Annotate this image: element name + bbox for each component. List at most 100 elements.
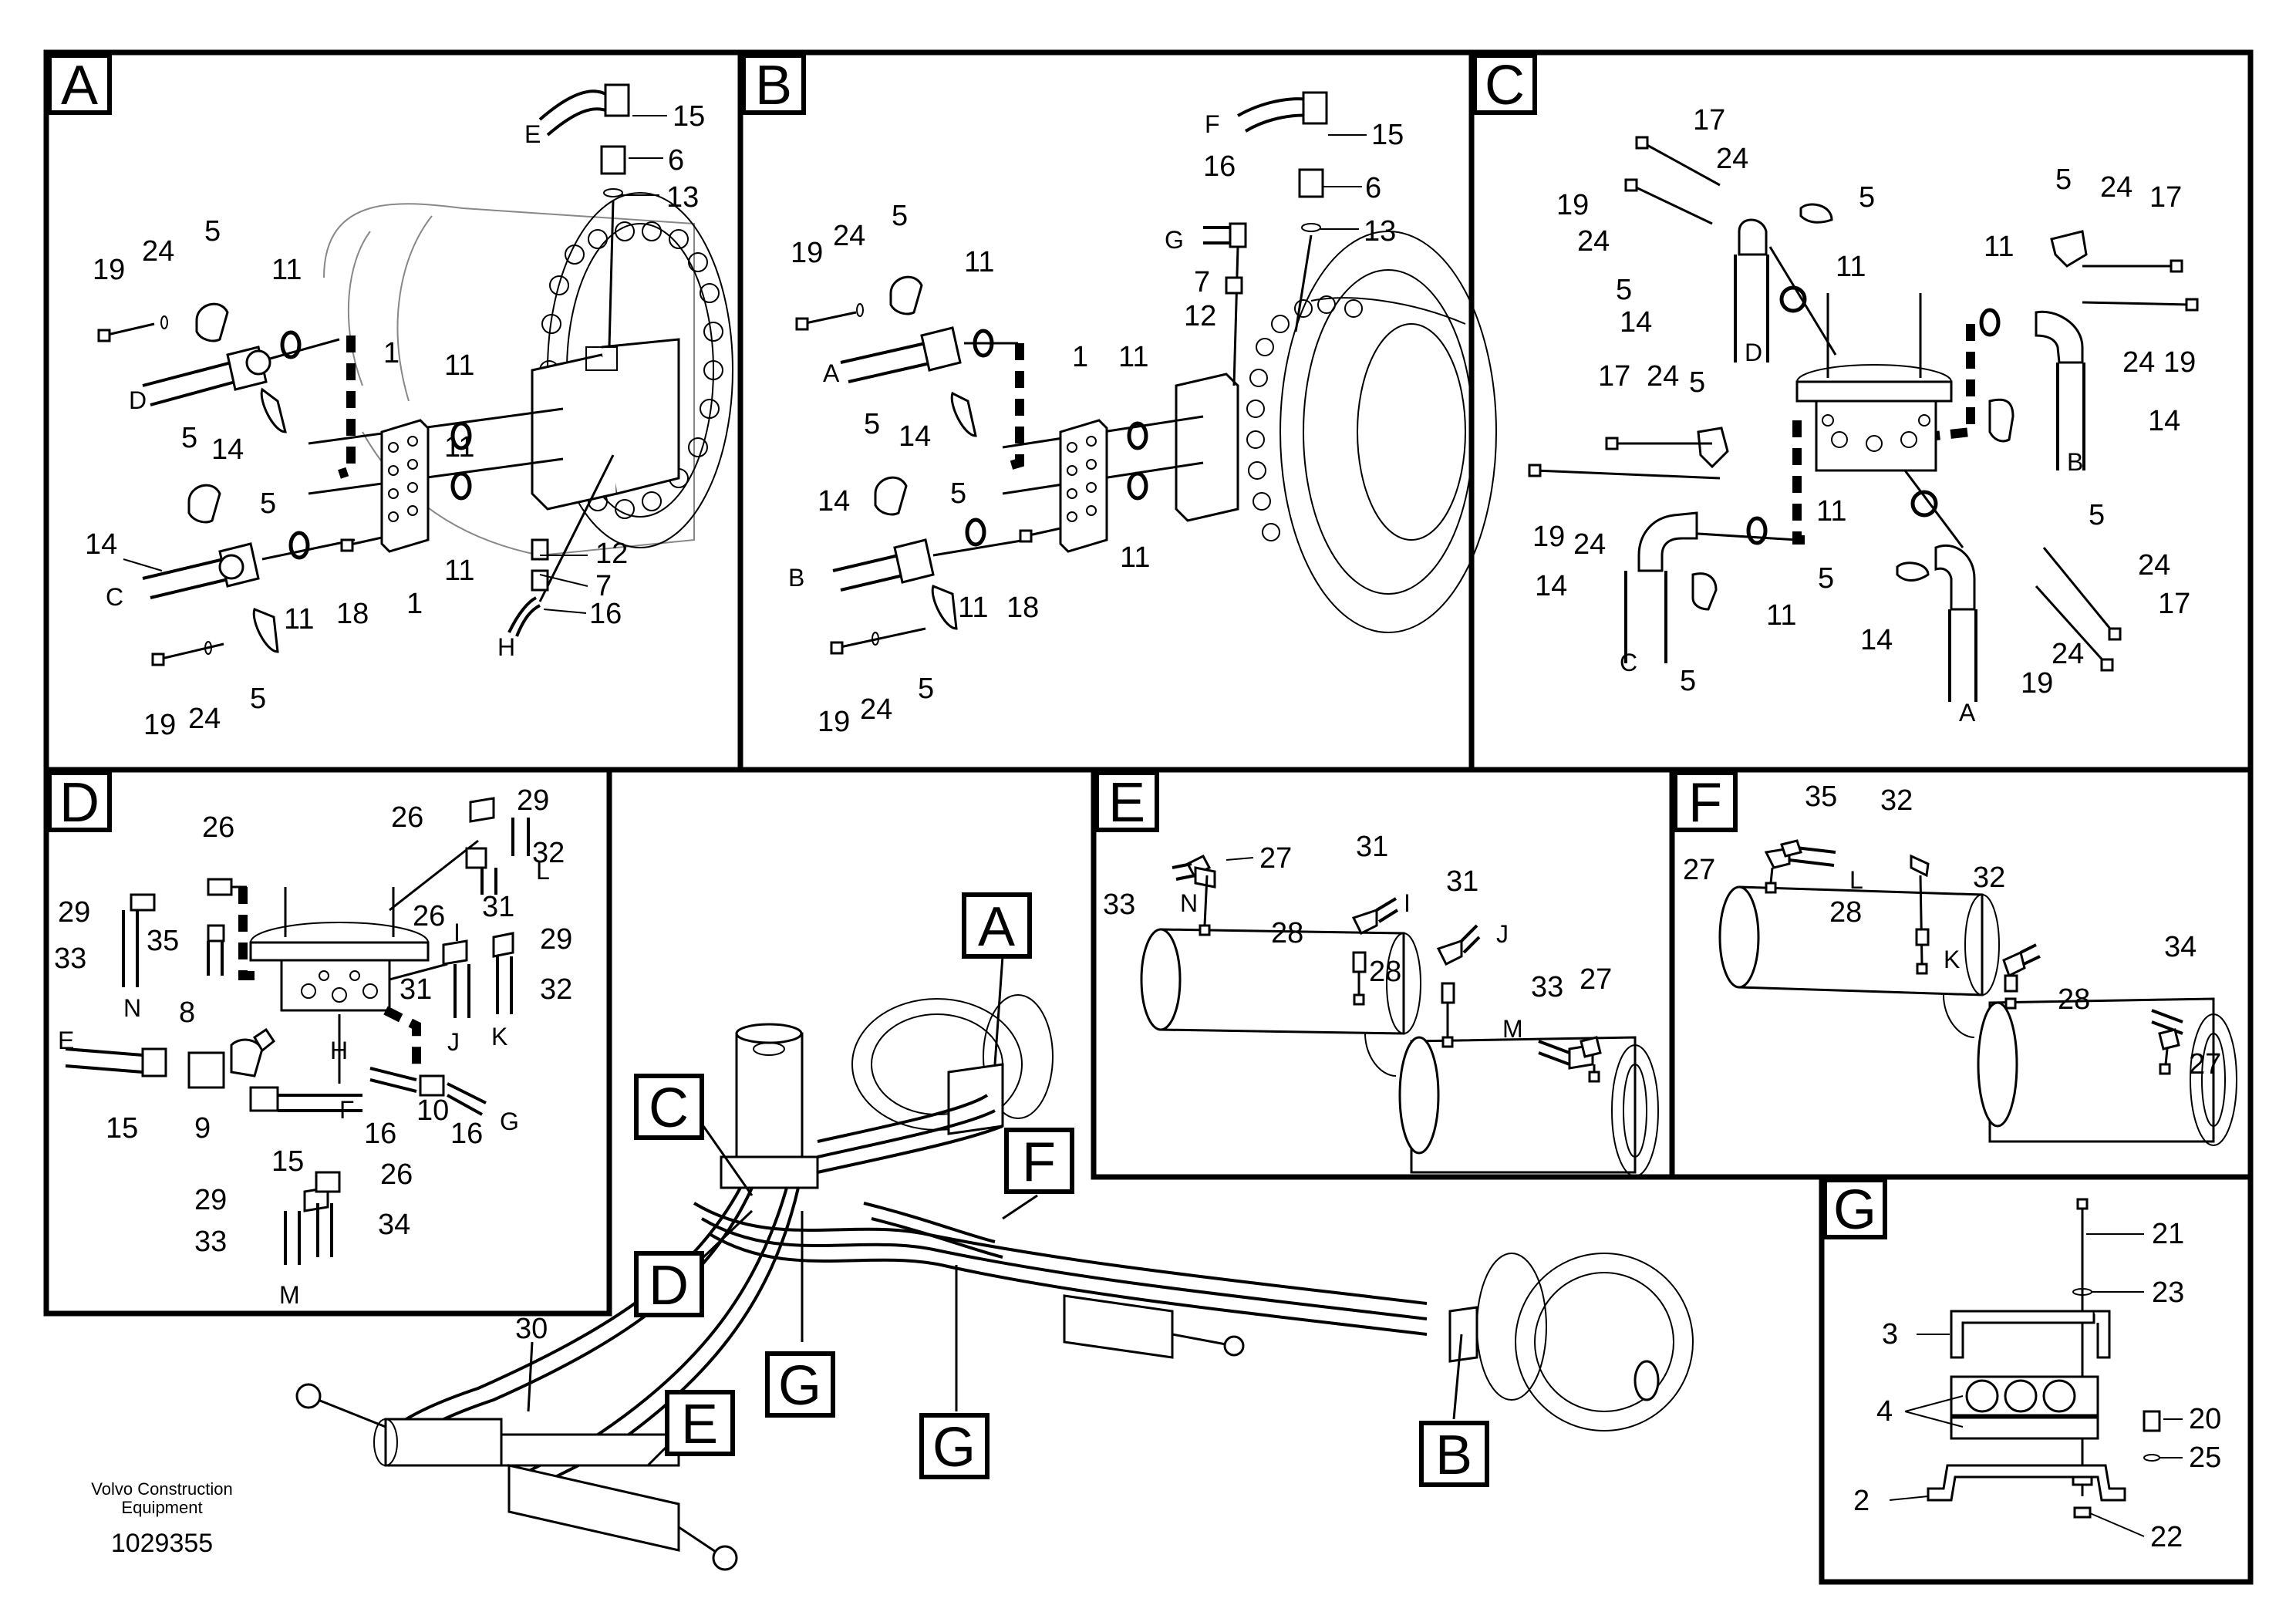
- part-number-callout: 9: [194, 1112, 211, 1145]
- connection-letter-callout: H: [330, 1037, 348, 1064]
- panel-E-callouts: 27 33 31 31 28 28 33 27 N I J M: [1103, 831, 1612, 1043]
- panel-tag-label: E: [1108, 772, 1145, 834]
- part-number-callout: 34: [2164, 931, 2197, 963]
- part-number-callout: 5: [892, 200, 908, 232]
- part-number-callout: 5: [918, 673, 934, 705]
- panel-tag-label: D: [59, 772, 99, 834]
- overview-drawing: [295, 994, 1694, 1571]
- panel-E-tag: E: [1094, 771, 1159, 834]
- part-number-callout: 15: [106, 1112, 138, 1145]
- panel-C-callouts: 17 24 19 24 5 5 11 5 24 17 11 14 24 19 1…: [1532, 104, 2196, 727]
- connection-letter-callout: L: [1849, 866, 1863, 894]
- part-number-callout: 28: [1271, 917, 1303, 949]
- part-number-callout: 11: [1766, 599, 1796, 632]
- maker-name-line1: Volvo Construction: [91, 1479, 232, 1499]
- panel-G-frame: [1819, 1174, 2254, 1585]
- part-number-callout: 12: [1184, 300, 1216, 332]
- part-number-callout: 5: [204, 215, 221, 248]
- connection-letter-callout: G: [500, 1108, 519, 1135]
- part-number-callout: 24: [1716, 143, 1748, 175]
- part-number-callout: 17: [2149, 181, 2182, 214]
- panel-tag-label: G: [1833, 1179, 1876, 1241]
- connection-letter-callout: J: [1496, 920, 1509, 948]
- part-number-callout: 29: [58, 896, 90, 929]
- part-number-callout: 16: [364, 1118, 396, 1150]
- part-number-callout: 15: [271, 1145, 304, 1178]
- view-tag-label: G: [932, 1417, 976, 1479]
- part-number-callout: 14: [1535, 570, 1567, 602]
- overview-tag-B: B: [1419, 1421, 1489, 1487]
- part-number-callout: 8: [179, 996, 195, 1029]
- connection-letter-callout: H: [497, 633, 515, 661]
- part-number-callout: 13: [1364, 215, 1396, 248]
- overview-tag-G-left: G: [765, 1351, 835, 1418]
- panel-G-callouts: 21 23 3 4 20 25 2 22: [1853, 1218, 2221, 1553]
- panel-G-tag: G: [1822, 1178, 1887, 1241]
- overview-callouts: A C F D G G E B 30: [515, 892, 1489, 1487]
- part-number-callout: 7: [1194, 266, 1210, 298]
- part-number-callout: 5: [181, 422, 197, 454]
- part-number-callout: 19: [818, 706, 850, 738]
- maker-name-line2: Equipment: [121, 1498, 202, 1517]
- part-number-callout: 5: [2055, 164, 2072, 196]
- part-number-callout: 11: [1836, 251, 1866, 283]
- part-number-callout: 11: [284, 603, 314, 636]
- part-number-callout: 28: [2058, 983, 2090, 1016]
- part-number-callout: 33: [194, 1226, 227, 1258]
- part-number-callout: 13: [666, 181, 699, 214]
- part-number-callout: 24: [1647, 360, 1679, 393]
- part-number-callout: 33: [54, 943, 86, 975]
- part-number-callout: 6: [1365, 172, 1381, 204]
- footer-caption: Volvo Construction Equipment 1029355: [91, 1479, 232, 1558]
- part-number-callout: 18: [336, 598, 369, 630]
- part-number-callout: 27: [2189, 1048, 2221, 1081]
- part-number-callout: 11: [964, 246, 994, 278]
- overview-tag-A: A: [962, 892, 1032, 959]
- connection-letter-callout: C: [1620, 649, 1637, 676]
- panel-A-drawing: [97, 83, 733, 666]
- part-number-callout: 26: [202, 811, 234, 844]
- part-number-callout: 24: [833, 220, 865, 252]
- overview-tag-G-right: G: [919, 1413, 990, 1479]
- part-number-callout: 31: [1356, 831, 1388, 863]
- part-number-callout: 5: [1859, 181, 1875, 214]
- part-number-callout: 1: [406, 588, 423, 620]
- overview-tag-E: E: [665, 1390, 735, 1456]
- panel-B-callouts: 15 6 16 13 7 12 19 24 5 11 1 11 5 14 5 1…: [788, 110, 1404, 738]
- view-tag-label: F: [1022, 1131, 1056, 1193]
- part-number-callout: 14: [2148, 405, 2180, 437]
- part-number-callout: 24: [2122, 346, 2155, 379]
- part-number-callout: 28: [1829, 896, 1862, 929]
- panel-F-callouts: 35 32 27 28 32 28 34 27 L K: [1683, 781, 2221, 1081]
- part-number-callout: 5: [250, 683, 266, 715]
- panel-tag-label: C: [1485, 55, 1525, 116]
- connection-letter-callout: F: [1205, 110, 1220, 138]
- part-number-callout: 19: [1556, 189, 1589, 221]
- connection-letter-callout: G: [1165, 226, 1184, 254]
- connection-letter-callout: M: [279, 1281, 300, 1309]
- part-number-callout: 27: [1683, 854, 1715, 886]
- part-number-callout: 17: [1598, 360, 1630, 393]
- panel-C-drawing: [1528, 136, 2199, 702]
- part-number-callout: 21: [2152, 1218, 2184, 1250]
- part-number-callout: 25: [2189, 1442, 2221, 1474]
- part-number-callout: 19: [1532, 521, 1565, 553]
- part-number-callout: 14: [1860, 624, 1893, 656]
- part-number-callout: 15: [1371, 119, 1404, 151]
- part-number-callout: 24: [2052, 638, 2084, 670]
- part-number-callout: 29: [194, 1184, 227, 1216]
- part-number-callout: 29: [540, 923, 572, 956]
- part-number-callout: 7: [595, 570, 612, 602]
- overview-tag-F: F: [1004, 1128, 1074, 1194]
- part-number-callout: 24: [1573, 528, 1606, 561]
- part-number-callout: 11: [444, 431, 474, 464]
- part-number-callout: 11: [958, 592, 988, 624]
- part-number-callout: 14: [899, 420, 931, 453]
- panel-C-tag: C: [1472, 53, 1537, 116]
- part-number-callout: 20: [2189, 1403, 2221, 1435]
- part-number-callout: 27: [1259, 842, 1292, 875]
- connection-letter-callout: E: [58, 1027, 74, 1054]
- part-number-callout: 31: [1446, 865, 1478, 898]
- view-tag-label: E: [681, 1394, 718, 1455]
